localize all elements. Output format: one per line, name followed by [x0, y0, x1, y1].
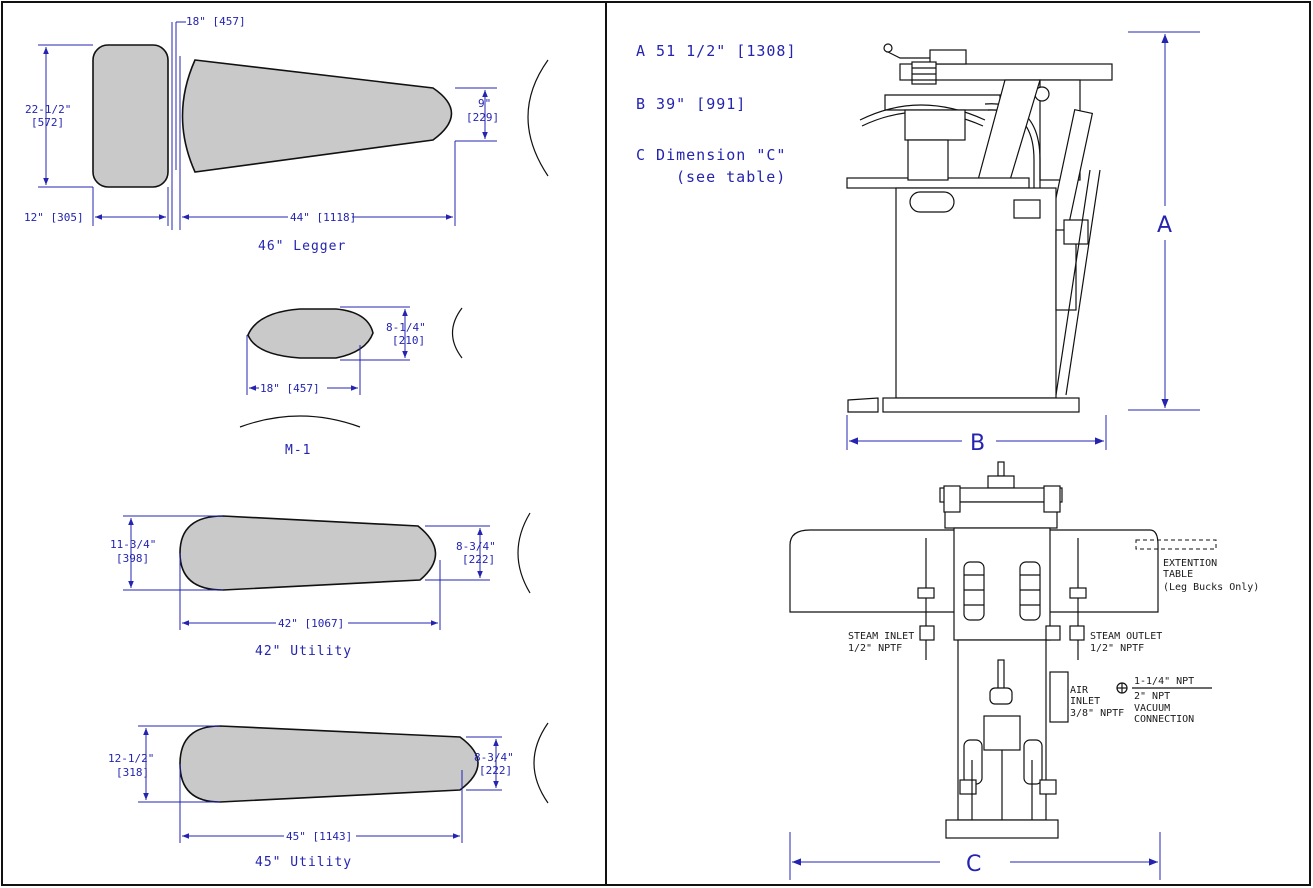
utility42-length-label: 42" [1067] — [278, 617, 344, 630]
vacuum-label: VACUUM — [1134, 703, 1170, 714]
legger-length-label: 44" [1118] — [290, 211, 356, 224]
press-label-c: C — [966, 852, 981, 877]
m1-arc-side — [451, 307, 463, 359]
utility42-diagram: 11-3/4" [398] 8-3/4" [222] 42" [1067] 42… — [110, 512, 531, 659]
utility42-shape — [179, 515, 437, 591]
utility45-nose-metric-label: [222] — [479, 764, 512, 777]
steam-outlet-size: 1/2" NPTF — [1090, 643, 1144, 654]
utility42-nose-label: 8-3/4" — [456, 540, 496, 553]
utility45-caption: 45" Utility — [255, 855, 352, 870]
legger-head-shape — [92, 44, 169, 188]
air-inlet-label: AIR — [1070, 685, 1089, 696]
legger-nose-label: 9" — [478, 97, 491, 110]
vacuum-size-2: 2" NPT — [1134, 691, 1170, 702]
dimension-legend: A 51 1/2" [1308] B 39" [991] C Dimension… — [636, 42, 797, 186]
m1-shape — [247, 308, 374, 359]
legger-diagram: 22-1/2" [572] 18" [457] 9" [229] 12" [30… — [24, 15, 549, 254]
press-front-view: C EXTENTION TABLE (Leg Bucks Only) STEAM… — [789, 461, 1259, 880]
utility45-arc — [533, 722, 549, 804]
air-inlet-size: 3/8" NPTF — [1070, 708, 1124, 719]
press-label-b: B — [970, 431, 985, 456]
m1-caption: M-1 — [285, 443, 311, 458]
legger-body-shape — [181, 59, 453, 173]
press-label-a: A — [1157, 213, 1172, 238]
legger-arc — [527, 59, 549, 177]
m1-height-metric-label: [210] — [392, 334, 425, 347]
extension-table-note: EXTENTION — [1163, 558, 1217, 569]
legend-b: B 39" [991] — [636, 95, 746, 113]
utility42-arc — [517, 512, 531, 594]
press-side-view: A B — [846, 31, 1200, 456]
m1-height-label: 8-1/4" — [386, 321, 426, 334]
m1-length-label: 18" [457] — [260, 382, 320, 395]
extension-table-note-2: TABLE — [1163, 569, 1193, 580]
utility45-height-label: 12-1/2" — [108, 752, 154, 765]
legger-height-metric-label: [572] — [31, 116, 64, 129]
utility42-height-metric-label: [398] — [116, 552, 149, 565]
vacuum-label-2: CONNECTION — [1134, 714, 1194, 725]
utility45-height-metric-label: [318] — [116, 766, 149, 779]
utility42-height-label: 11-3/4" — [110, 538, 156, 551]
steam-inlet-label: STEAM INLET — [848, 631, 914, 642]
legend-c-note: (see table) — [676, 168, 786, 186]
legger-width-label: 12" [305] — [24, 211, 84, 224]
air-inlet-label-2: INLET — [1070, 696, 1100, 707]
extension-table-note-3: (Leg Bucks Only) — [1163, 582, 1259, 593]
legend-a: A 51 1/2" [1308] — [636, 42, 797, 60]
m1-arc-bottom — [239, 415, 361, 428]
steam-inlet-size: 1/2" NPTF — [848, 643, 902, 654]
legend-c: C Dimension "C" — [636, 146, 786, 164]
m1-diagram: 8-1/4" [210] 18" [457] M-1 — [239, 306, 463, 458]
legger-caption: 46" Legger — [258, 239, 346, 254]
utility45-diagram: 12-1/2" [318] 8-3/4" [222] 45" [1143] 45… — [108, 722, 549, 870]
utility45-length-label: 45" [1143] — [286, 830, 352, 843]
legger-nose-metric-label: [229] — [466, 111, 499, 124]
utility42-nose-metric-label: [222] — [462, 553, 495, 566]
utility42-caption: 42" Utility — [255, 644, 352, 659]
legger-height-label: 22-1/2" — [25, 103, 71, 116]
utility45-shape — [179, 725, 479, 803]
steam-outlet-label: STEAM OUTLET — [1090, 631, 1162, 642]
vacuum-size-1: 1-1/4" NPT — [1134, 676, 1194, 687]
utility45-nose-label: 8-3/4" — [474, 751, 514, 764]
legger-top-label: 18" [457] — [186, 15, 246, 28]
